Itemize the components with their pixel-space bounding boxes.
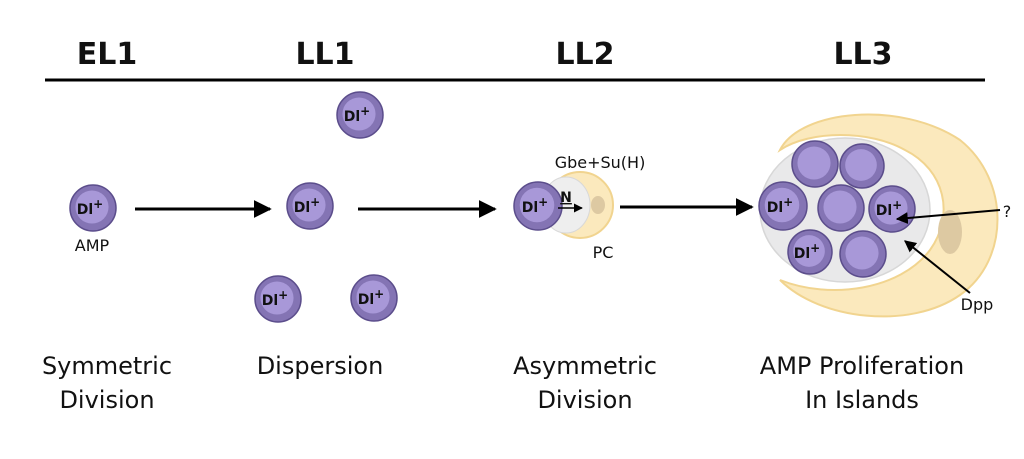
amp-cell-ll1-right: Dl+ [350,274,398,322]
cell-nucleus [260,281,294,315]
question-label: ? [1003,202,1012,221]
notch-label: N [560,190,572,206]
amp-cell-ll3-bottom-left: Dl+ [787,229,833,275]
pc-label: PC [593,243,614,262]
caption-el1: Symmetric Division [42,352,172,414]
cell-nucleus [845,236,879,270]
stage-title-ll3: LL3 [833,37,892,72]
caption-ll3-line1: AMP Proliferation [760,352,964,380]
pc-crescent-large [777,113,999,318]
caption-ll3: AMP Proliferation In Islands [760,352,964,414]
caption-ll2: Asymmetric Division [513,352,657,414]
pc-cell [541,171,614,239]
amp-cell-ll1-left: Dl+ [254,275,302,323]
caption-ll1: Dispersion [257,352,384,380]
stage-title-ll2: LL2 [555,37,614,72]
caption-ll1-line1: Dispersion [257,352,384,380]
amp-cell-ll1-center: Dl+ [286,182,334,230]
amp-cell-ll3-center [817,184,865,232]
cell-nucleus [342,97,376,131]
cell-nucleus [793,235,825,267]
amp-cell-ll2: Dl+ [513,181,563,231]
amp-cell-ll3-top-right [839,143,885,189]
cell-nucleus [845,149,877,181]
pc-nucleus-large [938,210,962,254]
amp-cell-ll3-bottom-right [839,230,887,278]
cell-nucleus [797,146,831,180]
dpp-label: Dpp [961,295,994,314]
arrow-dpp [904,240,971,294]
cell-nucleus [292,188,326,222]
cell-nucleus [519,187,555,223]
amp-cell-el1: Dl+ [69,184,117,232]
amp-label: AMP [75,236,110,255]
amp-cell-ll3-top-left [791,140,839,188]
caption-ll2-line1: Asymmetric [513,352,657,380]
stage-title-el1: EL1 [77,37,137,72]
amp-cell-ll3-right: Dl+ [868,185,916,233]
caption-el1-line2: Division [59,386,154,414]
arrow-question [895,209,1001,225]
amp-cell-ll3-left: Dl+ [758,181,808,231]
cell-nucleus [75,190,109,224]
gbe-suh-label: Gbe+Su(H) [555,153,646,172]
stage-title-ll1: LL1 [295,37,354,72]
caption-ll2-line2: Division [537,386,632,414]
amp-cell-ll1-top: Dl+ [336,91,384,139]
caption-el1-line1: Symmetric [42,352,172,380]
caption-ll3-line2: In Islands [805,386,919,414]
cell-nucleus [823,190,857,224]
cell-nucleus [356,280,390,314]
cell-nucleus [764,187,800,223]
